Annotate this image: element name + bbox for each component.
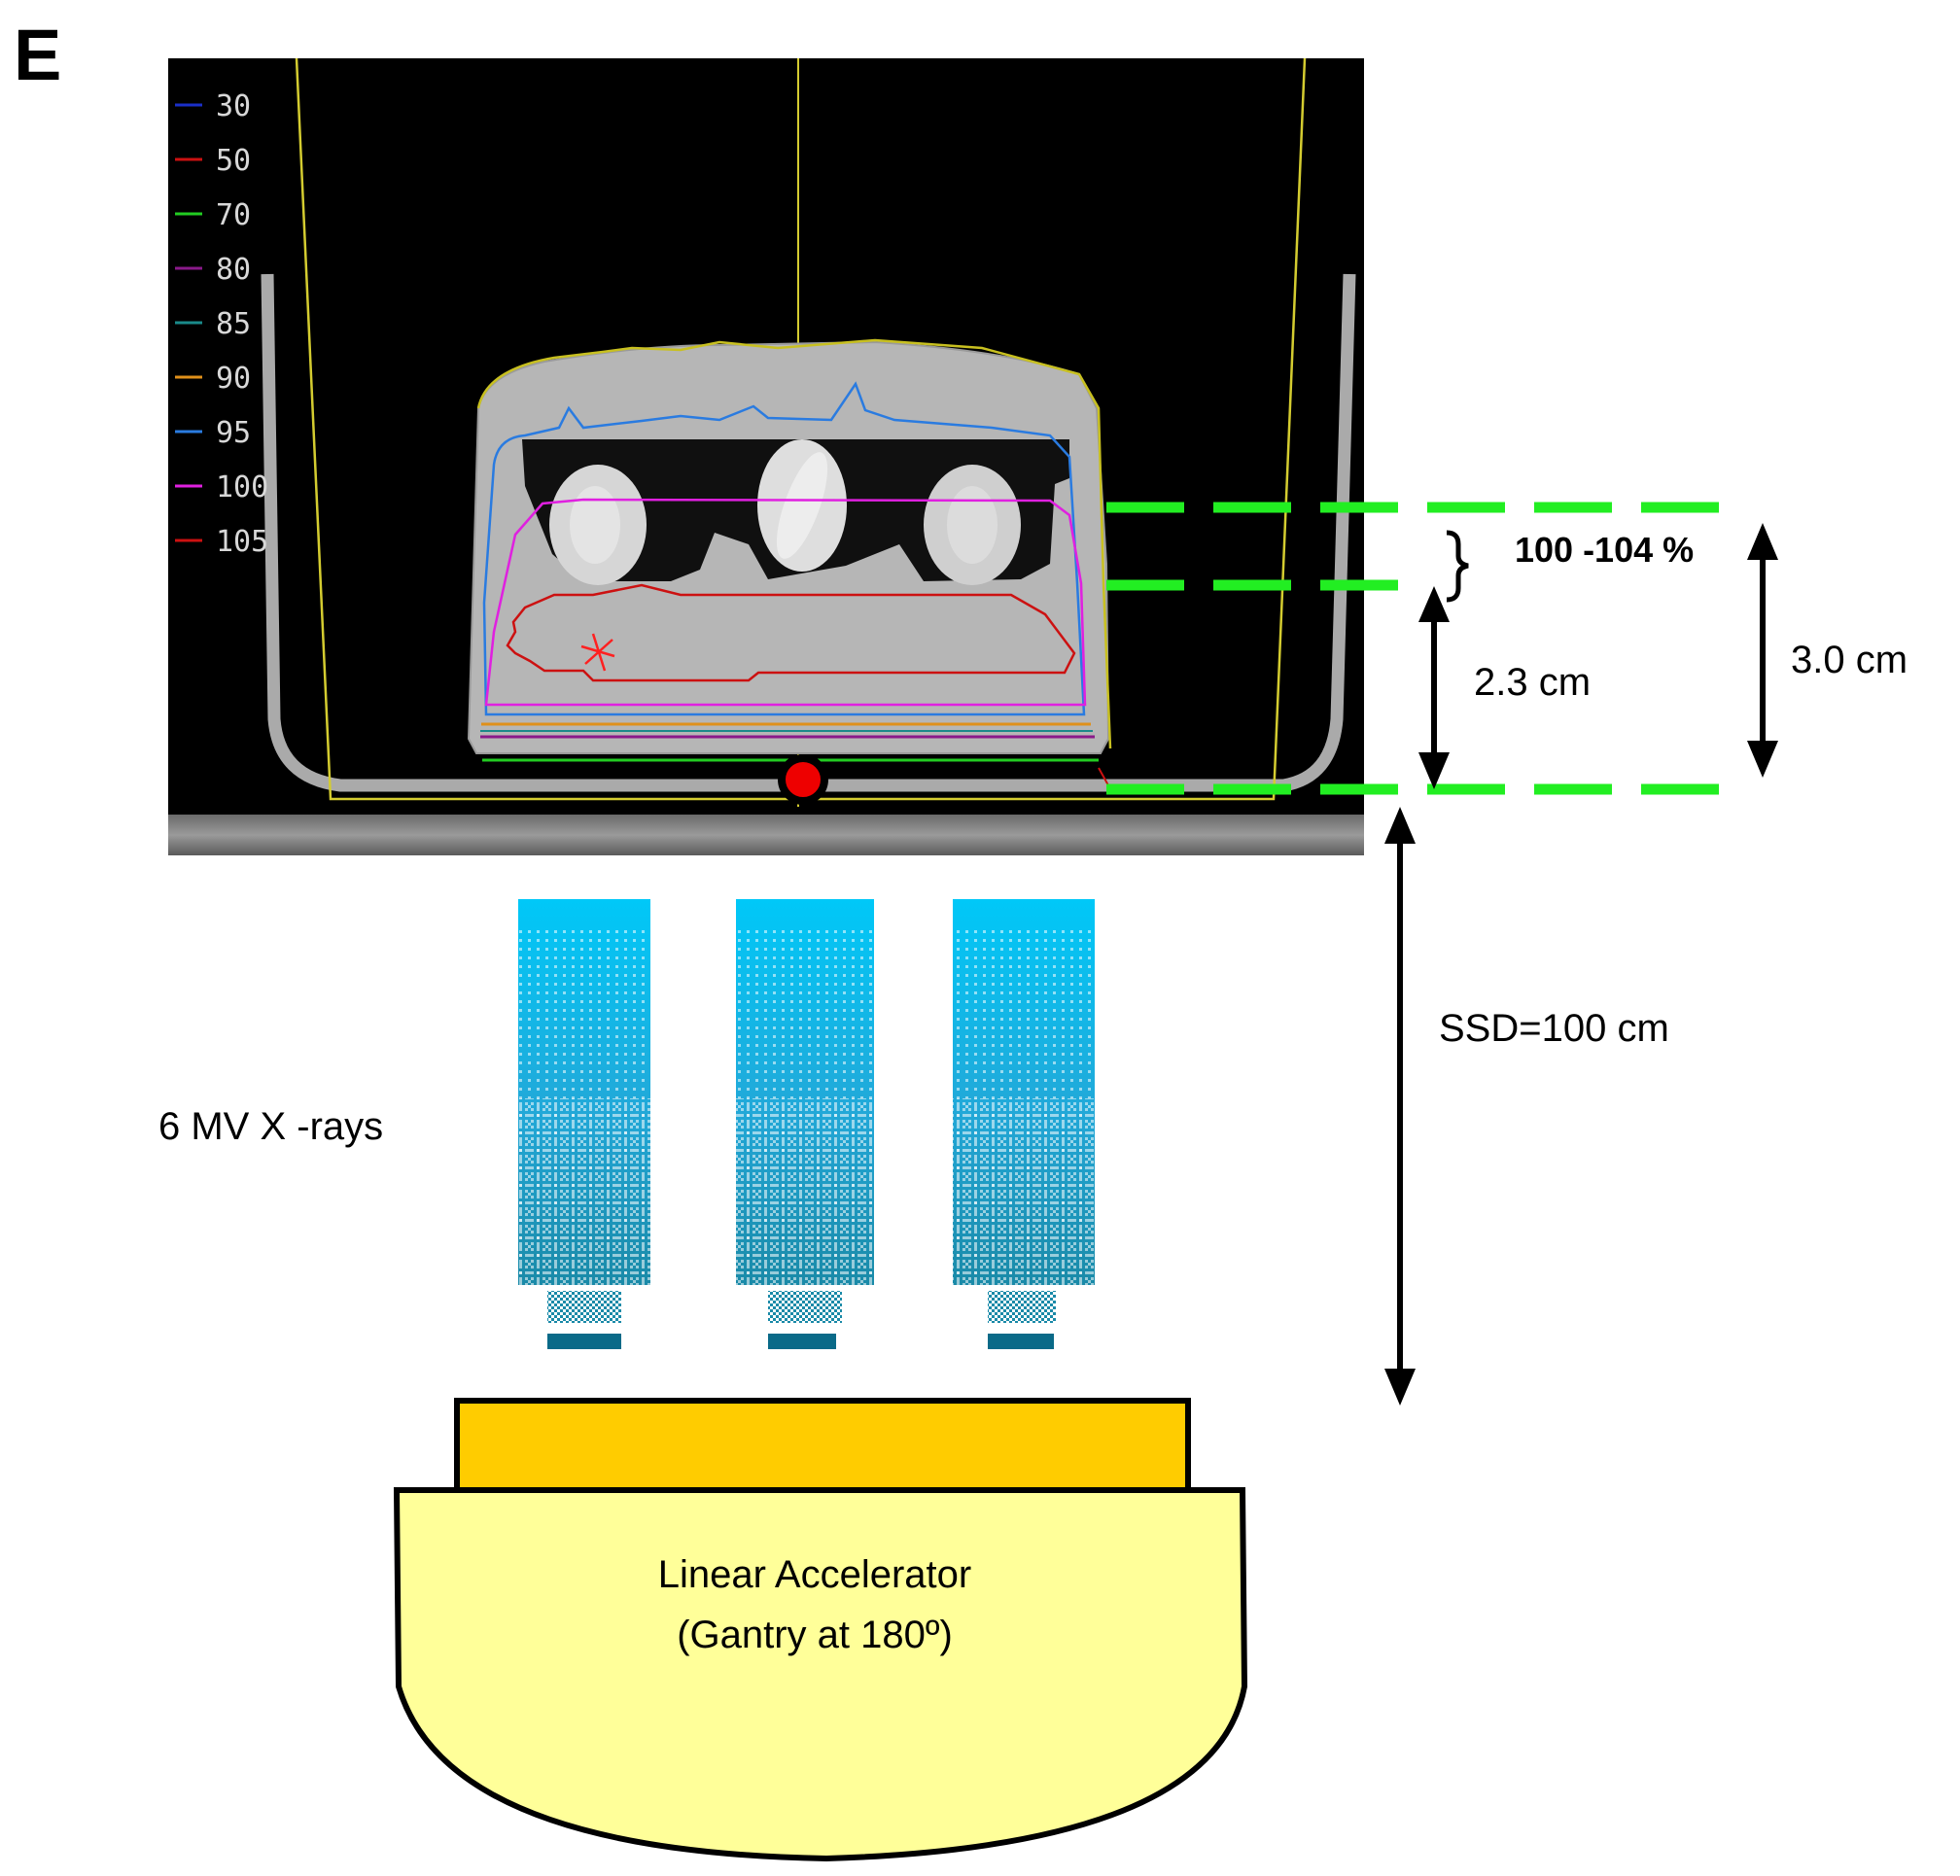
isodose-30-contour <box>476 338 1112 749</box>
linac-gantry-label: (Gantry at 180º) <box>677 1614 953 1656</box>
depth-arrow-3-0 <box>1747 523 1778 778</box>
linear-accelerator <box>393 1398 1248 1862</box>
xray-beam-left <box>518 899 650 1349</box>
isodose-legend: 30 50 70 80 85 90 95 100 105 <box>175 89 268 559</box>
depth-guide-lines <box>1106 502 1742 795</box>
linac-label: Linear Accelerator <box>658 1553 971 1596</box>
hotspot-marker <box>580 633 615 672</box>
panel-label: E <box>14 15 61 95</box>
depth-arrow-2-3 <box>1418 586 1450 789</box>
xray-beams <box>518 899 1095 1349</box>
legend-item-95: 95 <box>175 416 251 450</box>
legend-item-85: 85 <box>175 307 251 341</box>
legend-value: 30 <box>216 89 251 123</box>
treatment-couch <box>168 815 1364 855</box>
legend-item-90: 90 <box>175 362 251 396</box>
dose-range-label: 100 -104 % <box>1515 530 1694 570</box>
legend-value: 105 <box>216 525 268 559</box>
ssd-arrow <box>1384 807 1416 1406</box>
legend-value: 70 <box>216 198 251 232</box>
legend-value: 90 <box>216 362 251 396</box>
beam-label: 6 MV X -rays <box>158 1105 383 1148</box>
isodose-100-contour <box>484 498 1087 707</box>
legend-value: 95 <box>216 416 251 450</box>
collimator-head <box>454 1398 1191 1493</box>
legend-item-100: 100 <box>175 470 268 504</box>
legend-item-70: 70 <box>175 198 251 232</box>
xray-beam-center <box>736 899 874 1349</box>
legend-item-50: 50 <box>175 144 251 178</box>
legend-value: 50 <box>216 144 251 178</box>
legend-item-105: 105 <box>175 525 268 559</box>
legend-value: 100 <box>216 470 268 504</box>
legend-value: 80 <box>216 253 251 287</box>
linac-body <box>393 1487 1248 1862</box>
legend-value: 85 <box>216 307 251 341</box>
ct-dose-image: 30 50 70 80 85 90 95 100 105 <box>168 57 1364 855</box>
legend-item-30: 30 <box>175 89 251 123</box>
isodose-95-contour <box>482 381 1086 716</box>
legend-item-80: 80 <box>175 253 251 287</box>
isocenter-marker <box>778 754 828 805</box>
depth-2-3-label: 2.3 cm <box>1474 661 1591 704</box>
ssd-label: SSD=100 cm <box>1439 1007 1669 1050</box>
dose-range-brace <box>1446 530 1469 603</box>
depth-3-0-label: 3.0 cm <box>1791 639 1908 681</box>
xray-beam-right <box>953 899 1095 1349</box>
isodose-105-contour <box>506 583 1076 682</box>
